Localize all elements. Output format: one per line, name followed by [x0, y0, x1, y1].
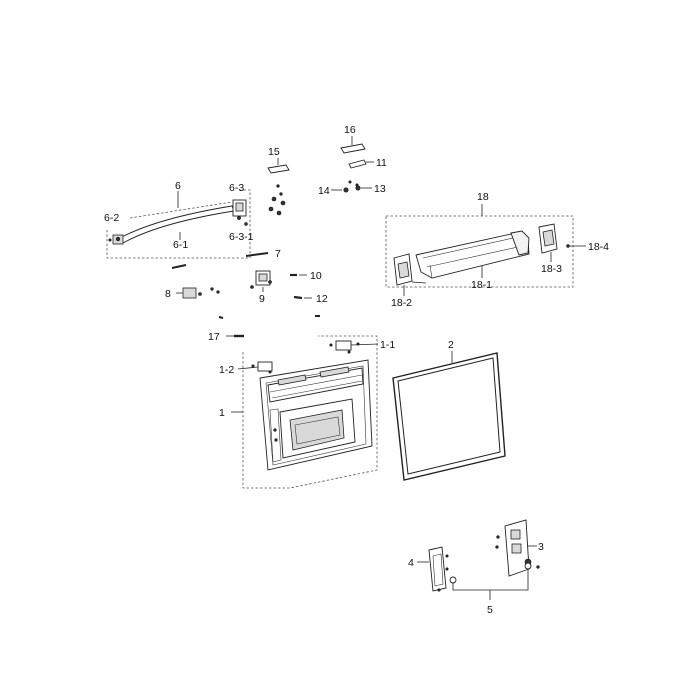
label-18-4: 18-4 [588, 241, 609, 253]
door-gasket [392, 351, 506, 481]
label-5: 5 [487, 604, 493, 616]
label-1-2: 1-2 [219, 364, 234, 376]
label-18-2: 18-2 [391, 297, 412, 309]
label-18: 18 [477, 191, 489, 203]
label-9: 9 [259, 293, 265, 305]
label-10: 10 [310, 270, 322, 282]
label-12: 12 [316, 293, 328, 305]
hinge-parts-top [267, 136, 374, 216]
label-8: 8 [165, 288, 171, 300]
label-4: 4 [408, 557, 414, 569]
label-6-3: 6-3 [229, 182, 244, 194]
label-3: 3 [538, 541, 544, 553]
label-2: 2 [448, 339, 454, 351]
label-13: 13 [374, 183, 386, 195]
label-6: 6 [175, 180, 181, 192]
label-17: 17 [208, 331, 220, 343]
label-7: 7 [275, 248, 281, 260]
label-18-3: 18-3 [541, 263, 562, 275]
label-1-1: 1-1 [380, 339, 395, 351]
label-6-2: 6-2 [104, 212, 119, 224]
lower-hinge-assembly [417, 519, 540, 600]
handle-assembly [106, 189, 251, 259]
door-assembly [231, 335, 379, 489]
label-15: 15 [268, 146, 280, 158]
label-6-3-1: 6-3-1 [229, 231, 254, 243]
label-14: 14 [318, 185, 330, 197]
label-16: 16 [344, 124, 356, 136]
label-18-1: 18-1 [471, 279, 492, 291]
label-1: 1 [219, 407, 225, 419]
hinge-parts-mid [171, 252, 320, 338]
door-guard-assembly [385, 204, 586, 296]
label-11: 11 [376, 157, 387, 169]
part-labels: 6 6-3 6-2 6-1 6-3-1 15 16 11 14 13 7 10 … [104, 124, 609, 616]
label-6-1: 6-1 [173, 239, 188, 251]
